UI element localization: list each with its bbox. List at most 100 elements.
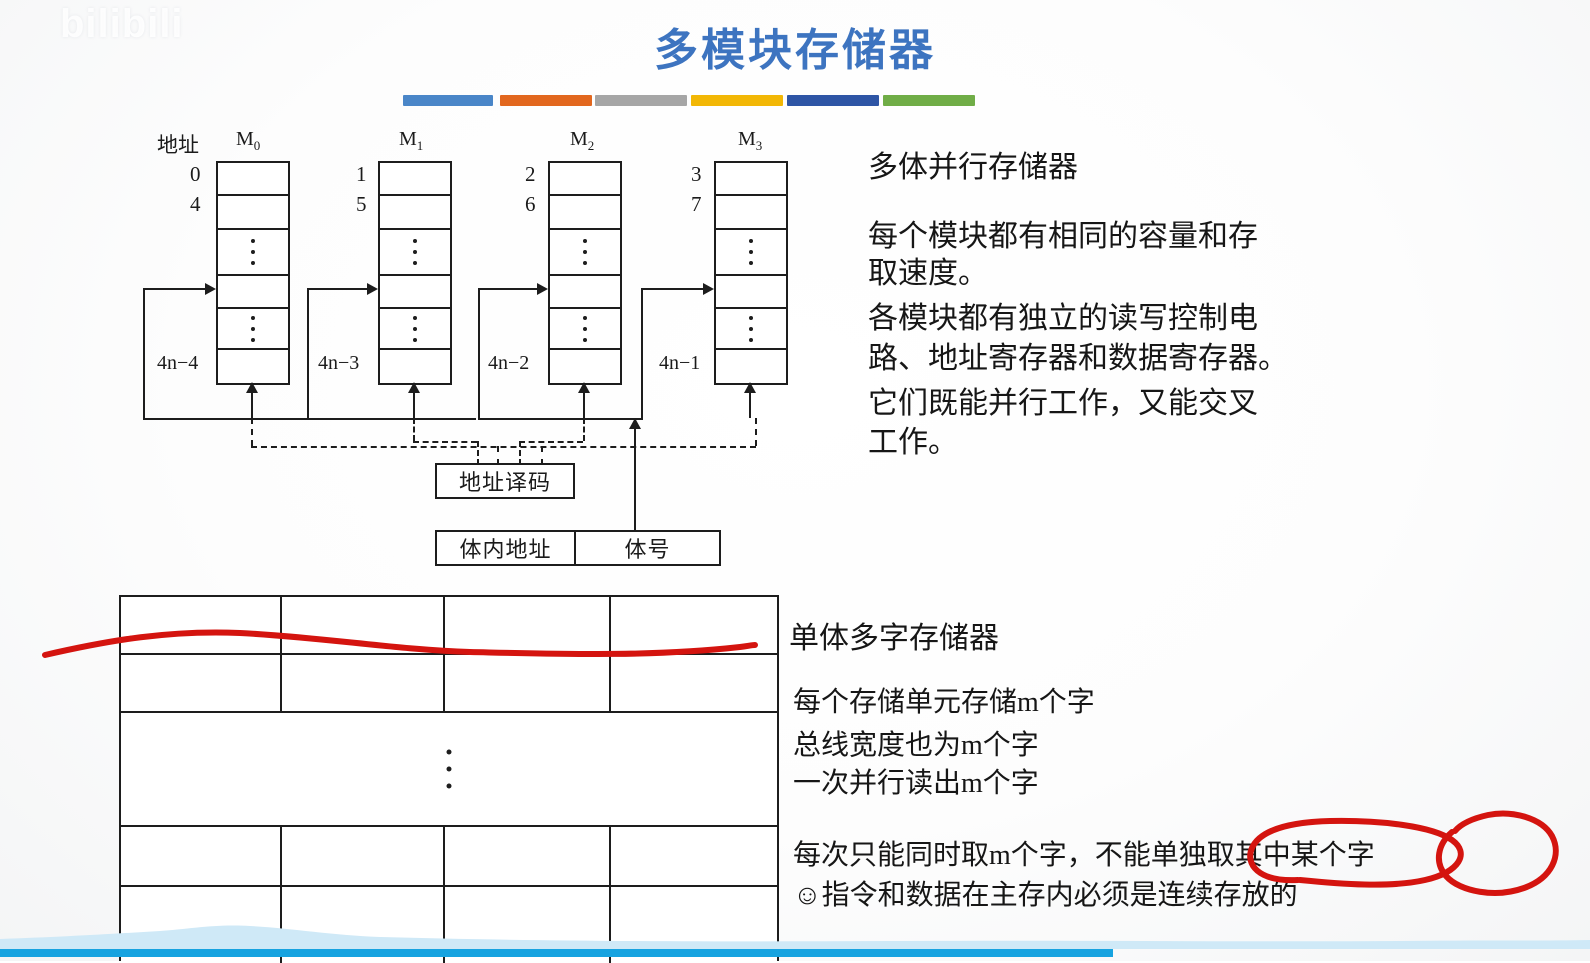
table-cell — [282, 887, 445, 963]
module-cell — [550, 350, 620, 383]
table-cell — [121, 887, 282, 963]
module-cell-ellipsis — [550, 309, 620, 350]
decoder-pin-3 — [519, 441, 521, 465]
module-input-arrow-2 — [578, 382, 590, 393]
module-cell — [716, 196, 786, 230]
module-cell — [380, 276, 450, 309]
module-addr-top-0: 0 — [190, 162, 201, 186]
color-bar-green — [883, 95, 975, 106]
title-decor-bars — [403, 95, 983, 107]
module-addr-second-3: 7 — [691, 192, 702, 216]
module-addr-last-1: 4n−3 — [318, 352, 360, 374]
module-cell — [380, 350, 450, 383]
module-addr-top-2: 2 — [525, 162, 536, 186]
bilibili-watermark: bilibili — [60, 2, 184, 46]
bank-number-arrow — [629, 418, 641, 429]
module-addr-top-3: 3 — [691, 162, 702, 186]
memory-module-m3 — [714, 161, 788, 385]
inner-address-label: 体内地址 — [459, 537, 552, 562]
decoder-pin-2 — [497, 446, 499, 465]
notes-top-line-0: 每个模块都有相同的容量和存 — [868, 220, 1258, 253]
module-addr-second-1: 5 — [356, 192, 367, 216]
color-bar-dark-blue — [787, 95, 879, 106]
notes-bottom-emphasis-0: 每次只能同时取m个字，不能单独取其中某个字 — [793, 840, 1375, 871]
address-register-box: 体内地址 体号 — [435, 530, 721, 566]
module-cell-ellipsis — [716, 309, 786, 350]
bank-number-label: 体号 — [624, 537, 671, 562]
feedback-top-2 — [478, 288, 539, 290]
table-row — [121, 887, 777, 963]
table-cell — [121, 597, 282, 653]
bank-number-field: 体号 — [576, 532, 719, 564]
module-cell — [550, 276, 620, 309]
progress-bar[interactable] — [0, 949, 1113, 957]
module-title-sub-2: 2 — [587, 138, 595, 153]
table-row — [121, 597, 777, 655]
memory-module-m0 — [216, 161, 290, 385]
feedback-top-0 — [143, 288, 207, 290]
notes-top-line-3: 路、地址寄存器和数据寄存器。 — [868, 342, 1288, 375]
table-row — [121, 655, 777, 713]
address-decoder-label: 地址译码 — [458, 470, 551, 495]
module-input-line-0 — [251, 392, 253, 418]
single-body-multiword-table — [119, 595, 779, 963]
module-title-m2: M2 — [570, 128, 594, 154]
table-cell — [611, 827, 777, 885]
notes-bottom-line-0: 每个存储单元存储m个字 — [793, 687, 1095, 718]
notes-top-heading: 多体并行存储器 — [868, 151, 1078, 184]
table-cell — [611, 655, 777, 711]
feedback-arrow-1 — [367, 283, 378, 295]
notes-bottom-emphasis-1: ☺指令和数据在主存内必须是连续存放的 — [793, 880, 1298, 911]
bank-number-line — [634, 440, 636, 530]
multi-module-memory-diagram: 地址 M0 M1 M2 M3 — [0, 0, 830, 600]
decoder-pin-1 — [477, 441, 479, 465]
module-cell-ellipsis — [380, 230, 450, 276]
notes-top-line-4: 它们既能并行工作，又能交叉 — [868, 387, 1258, 420]
feedback-riser-1 — [307, 288, 309, 420]
notes-bottom-line-1: 总线宽度也为m个字 — [793, 730, 1039, 761]
module-title-m3: M3 — [738, 128, 762, 154]
module-title-sub-3: 3 — [755, 138, 763, 153]
module-title-letter-0: M — [236, 128, 254, 150]
feedback-bottom-1 — [307, 418, 476, 420]
module-cell — [716, 350, 786, 383]
module-input-line-2 — [583, 392, 585, 418]
decoder-dash-drop-3 — [755, 418, 757, 446]
module-cell-ellipsis — [218, 309, 288, 350]
page-title: 多模块存储器 — [654, 26, 936, 75]
module-cell-ellipsis — [716, 230, 786, 276]
module-addr-second-2: 6 — [525, 192, 536, 216]
module-title-letter-2: M — [570, 128, 588, 150]
feedback-riser-2 — [478, 288, 480, 420]
module-cell — [218, 163, 288, 196]
module-cell — [380, 196, 450, 230]
module-input-arrow-0 — [246, 382, 258, 393]
module-cell-ellipsis — [218, 230, 288, 276]
address-header-label: 地址 — [157, 133, 199, 157]
table-cell — [121, 655, 282, 711]
module-input-arrow-1 — [408, 382, 420, 393]
module-cell — [716, 163, 786, 196]
color-bar-gray — [595, 95, 687, 106]
module-cell — [380, 163, 450, 196]
module-addr-second-0: 4 — [190, 192, 201, 216]
address-decoder-box: 地址译码 — [435, 463, 575, 499]
feedback-arrow-0 — [205, 283, 216, 295]
feedback-top-3 — [641, 288, 705, 290]
module-addr-last-2: 4n−2 — [488, 352, 530, 374]
table-cell — [445, 887, 611, 963]
table-cell — [445, 827, 611, 885]
module-title-m0: M0 — [236, 128, 260, 154]
memory-module-m2 — [548, 161, 622, 385]
feedback-riser-0 — [143, 288, 145, 420]
table-cell — [445, 655, 611, 711]
decoder-dash-bus — [251, 446, 756, 448]
feedback-riser-3 — [641, 288, 643, 420]
table-cell — [611, 597, 777, 653]
color-bar-gold — [691, 95, 783, 106]
module-title-letter-3: M — [738, 128, 756, 150]
module-cell — [218, 350, 288, 383]
table-cell — [121, 713, 777, 825]
bank-number-line-upper — [634, 428, 636, 442]
module-title-letter-1: M — [399, 128, 417, 150]
